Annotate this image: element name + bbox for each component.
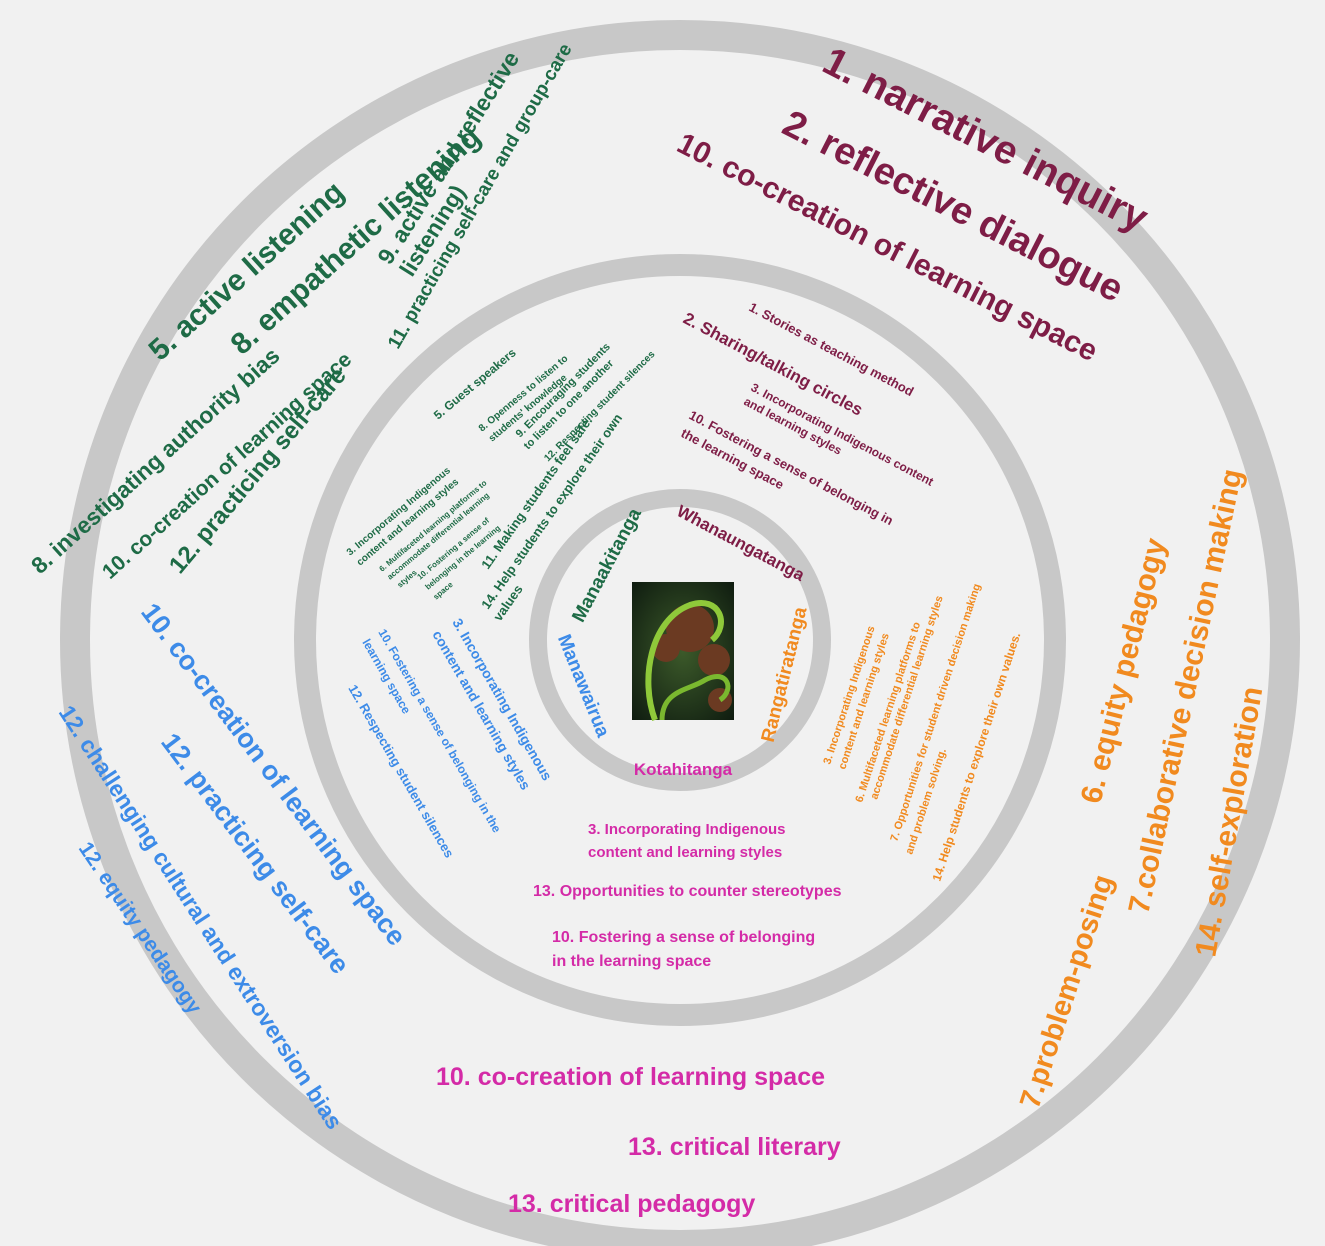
middle-magenta-item: 3. Incorporating Indigenous: [588, 821, 786, 838]
outer-magenta-item: 10. co-creation of learning space: [436, 1063, 825, 1091]
label-kotahitanga: Kotahitanga: [634, 760, 733, 779]
fern-koru-image: [632, 582, 734, 722]
middle-magenta-item: 10. Fostering a sense of belonging: [552, 929, 815, 946]
inner-ring: [529, 489, 831, 791]
middle-ring: [294, 254, 1066, 1026]
outer-magenta-item: 13. critical literary: [628, 1133, 841, 1161]
outer-magenta-item: 13. critical pedagogy: [508, 1190, 755, 1218]
middle-magenta-item: content and learning styles: [588, 844, 782, 861]
middle-magenta-item: in the learning space: [552, 953, 711, 970]
middle-magenta-item: 13. Opportunities to counter stereotypes: [533, 883, 842, 900]
outer-ring: [60, 20, 1300, 1246]
